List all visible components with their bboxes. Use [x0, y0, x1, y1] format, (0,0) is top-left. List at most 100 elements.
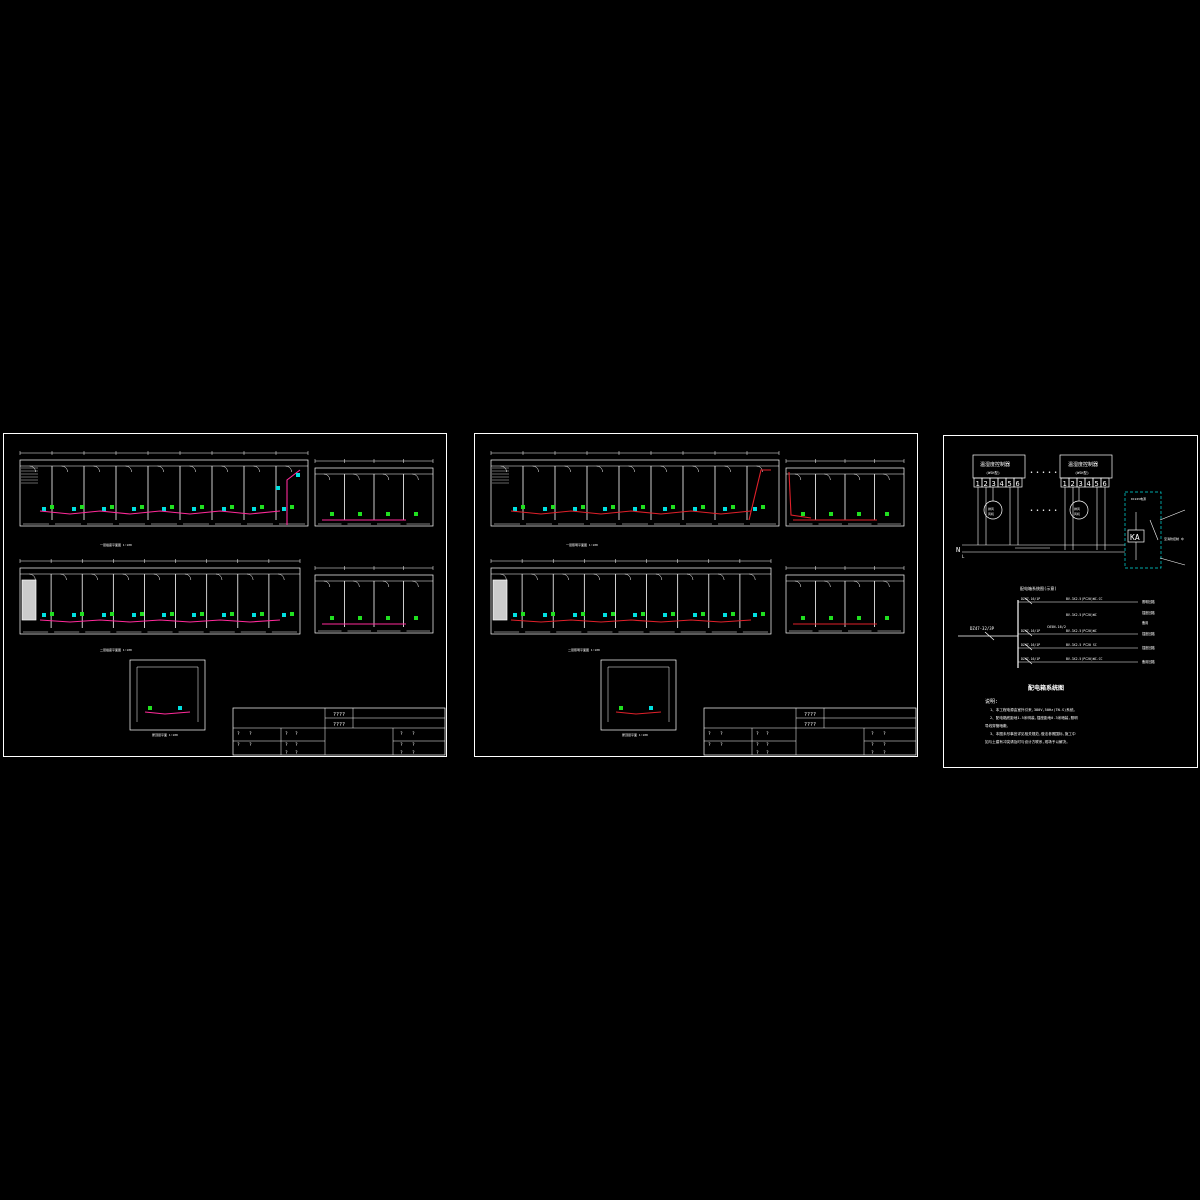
sheet-2: ???????????????? [490, 451, 917, 756]
switch-symbol [543, 613, 547, 617]
sheet-1-drawing-name: ???? [333, 722, 345, 728]
door-swing [596, 465, 603, 473]
switch-symbol [282, 507, 286, 511]
building-outline [314, 574, 434, 634]
notes-line-3: 导线穿管暗敷。 [985, 723, 1010, 728]
outlet-symbol [140, 612, 144, 616]
switch-symbol [102, 613, 106, 617]
switch-symbol [663, 613, 667, 617]
outlet-symbol [110, 505, 114, 509]
title-block-cell: ? [249, 742, 252, 748]
notes-line-2: 2、配电箱底距地1.5米明装,插座距地0.3米暗装,照明 [990, 715, 1078, 720]
branch-breaker-label: DZ47-16/1P [1021, 629, 1040, 633]
door-swing [382, 473, 390, 481]
title-block-cell: ? [720, 731, 723, 737]
sheet-2-frame [474, 433, 918, 757]
title-block-cell: ? [237, 742, 240, 748]
outlet-symbol [110, 612, 114, 616]
outlet-symbol [611, 505, 615, 509]
building-outline [19, 459, 309, 527]
title-block-cell: ? [237, 731, 240, 737]
outlet-symbol [386, 616, 390, 620]
outlet-symbol [50, 612, 54, 616]
branch-cable-label: BV-3X2.5(PC20)WC [1066, 613, 1097, 617]
notes-line-1: 1、本工程电源由室外引来,380V,50Hz(TN-S)系统。 [990, 707, 1077, 712]
notes-line-4: 3、本图未尽事宜详见相关规范,做法参照国标,施工中 [990, 731, 1076, 736]
outlet-symbol [551, 612, 555, 616]
switch-symbol [132, 613, 136, 617]
door-swing [628, 465, 635, 473]
outlet-symbol [414, 616, 418, 620]
feeder-line [286, 469, 301, 525]
door-swing [562, 573, 569, 581]
branch-load-label: 备用 [1142, 620, 1148, 625]
branch-breaker [1024, 643, 1033, 651]
switch-symbol [513, 507, 517, 511]
title-block-cell: ? [400, 750, 403, 756]
switch-symbol [649, 706, 653, 710]
controller-left-sub: (WSK型) [986, 470, 1000, 475]
title-block-cell: ? [412, 742, 415, 748]
terminal-number: 3 [1079, 480, 1083, 488]
door-swing [153, 573, 161, 581]
outlet-symbol [801, 616, 805, 620]
relay-contact [1149, 519, 1159, 541]
fan-left-label: 排风 [988, 506, 994, 511]
sheet-1-plan-label-small: 屋顶层平面 1:100 [152, 732, 178, 737]
switch-symbol [72, 613, 76, 617]
terminal-number: 1 [976, 480, 980, 488]
outlet-symbol [170, 612, 174, 616]
outlet-symbol [80, 505, 84, 509]
switch-symbol [753, 507, 757, 511]
outlet-symbol [260, 505, 264, 509]
title-block-cell: ? [400, 742, 403, 748]
switch-symbol [723, 613, 727, 617]
outlet-symbol [829, 616, 833, 620]
door-swing [531, 573, 538, 581]
outlet-symbol [801, 512, 805, 516]
door-swing [824, 473, 831, 481]
door-swing [353, 580, 360, 588]
outlet-symbol [386, 512, 390, 516]
building-outline [785, 574, 905, 634]
notes-line-5: 如与土建有冲突请及时与设计方联系,现场予以解决。 [985, 739, 1070, 744]
outlet-symbol [230, 505, 234, 509]
outlet-symbol [885, 616, 889, 620]
notes-title: 说明: [985, 698, 998, 705]
door-swing [93, 465, 100, 473]
door-swing [247, 573, 254, 581]
branch-load-label: 插座回路 [1142, 645, 1156, 650]
building-outline [314, 467, 434, 527]
outlet-symbol [230, 612, 234, 616]
outlet-symbol [358, 512, 362, 516]
switch-symbol [513, 613, 517, 617]
switch-symbol [633, 507, 637, 511]
outlet-symbol [761, 612, 765, 616]
title-block-cell: ? [412, 731, 415, 737]
building-outline [490, 567, 772, 635]
fan-right-label: 排风 [1074, 506, 1080, 511]
door-swing [60, 573, 67, 581]
door-swing [61, 465, 68, 473]
extra-breaker-label: C65N-16/2 [1047, 625, 1066, 629]
outlet-symbol [641, 505, 645, 509]
title-block-cell: ? [766, 750, 769, 756]
n-label: N [956, 546, 960, 554]
door-swing [323, 473, 331, 481]
switch-symbol [178, 706, 182, 710]
title-block-cell: ? [756, 742, 759, 748]
switch-symbol [192, 613, 196, 617]
door-swing [655, 573, 663, 581]
branch-circuit [510, 619, 752, 623]
branch-circuit [144, 711, 191, 715]
outlet-symbol [290, 612, 294, 616]
door-swing [253, 465, 260, 473]
feeder-line [788, 471, 812, 519]
terminal-number: 1 [1063, 480, 1067, 488]
switch-symbol [693, 507, 697, 511]
branch-cable-label: BV-3X2.5 PC20 SC [1066, 643, 1097, 647]
roof-outline [600, 659, 677, 731]
outlet-symbol [358, 616, 362, 620]
output-contact [1159, 557, 1186, 566]
